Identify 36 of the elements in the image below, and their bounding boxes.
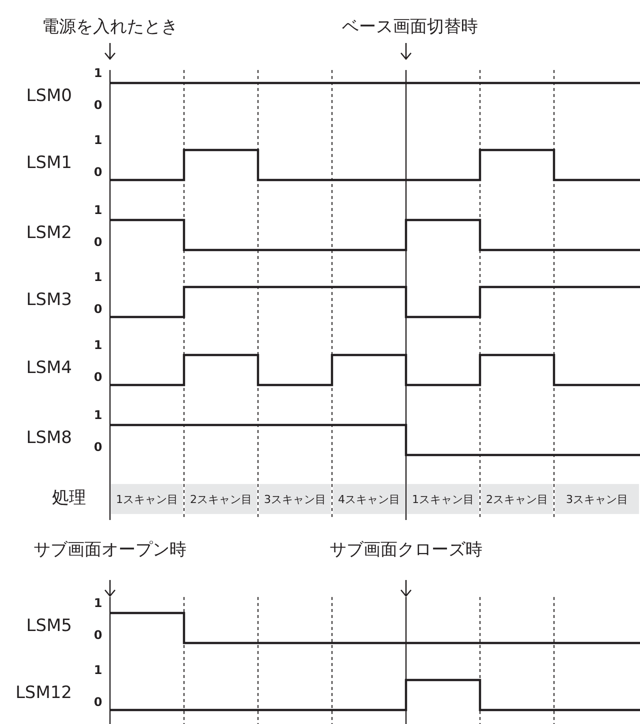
level-label: 0 [92, 302, 104, 316]
level-label: 0 [92, 370, 104, 384]
signal-name: LSM1 [25, 153, 72, 173]
signal-name: LSM8 [25, 428, 72, 448]
level-label: 1 [92, 338, 104, 352]
signal-name: LSM3 [25, 290, 72, 310]
event-label: サブ画面オープン時 [34, 539, 186, 561]
level-label: 0 [92, 165, 104, 179]
row-heading: 処理 [51, 487, 86, 509]
level-label: 0 [92, 98, 104, 112]
event-label: 電源を入れたとき [42, 16, 178, 38]
event-label: サブ画面クローズ時 [330, 539, 482, 561]
level-label: 0 [92, 440, 104, 454]
signal-name: LSM2 [25, 223, 72, 243]
signal-name: LSM0 [25, 86, 72, 106]
level-label: 1 [92, 596, 104, 610]
scan-step-label: 3スキャン目 [259, 484, 331, 514]
scan-step-label: 1スキャン目 [407, 484, 479, 514]
scan-step-label: 2スキャン目 [481, 484, 553, 514]
level-label: 0 [92, 628, 104, 642]
level-label: 0 [92, 695, 104, 709]
level-label: 1 [92, 203, 104, 217]
signal-name: LSM4 [25, 358, 72, 378]
scan-step-label: 1スキャン目 [111, 484, 183, 514]
scan-step-label: 2スキャン目 [185, 484, 257, 514]
scan-step-label: 3スキャン目 [555, 484, 639, 514]
event-label: ベース画面切替時 [342, 16, 478, 38]
scan-step-label: 4スキャン目 [333, 484, 405, 514]
level-label: 0 [92, 235, 104, 249]
level-label: 1 [92, 66, 104, 80]
signal-name: LSM12 [14, 683, 72, 703]
level-label: 1 [92, 133, 104, 147]
signal-name: LSM5 [25, 616, 72, 636]
level-label: 1 [92, 408, 104, 422]
level-label: 1 [92, 663, 104, 677]
level-label: 1 [92, 270, 104, 284]
